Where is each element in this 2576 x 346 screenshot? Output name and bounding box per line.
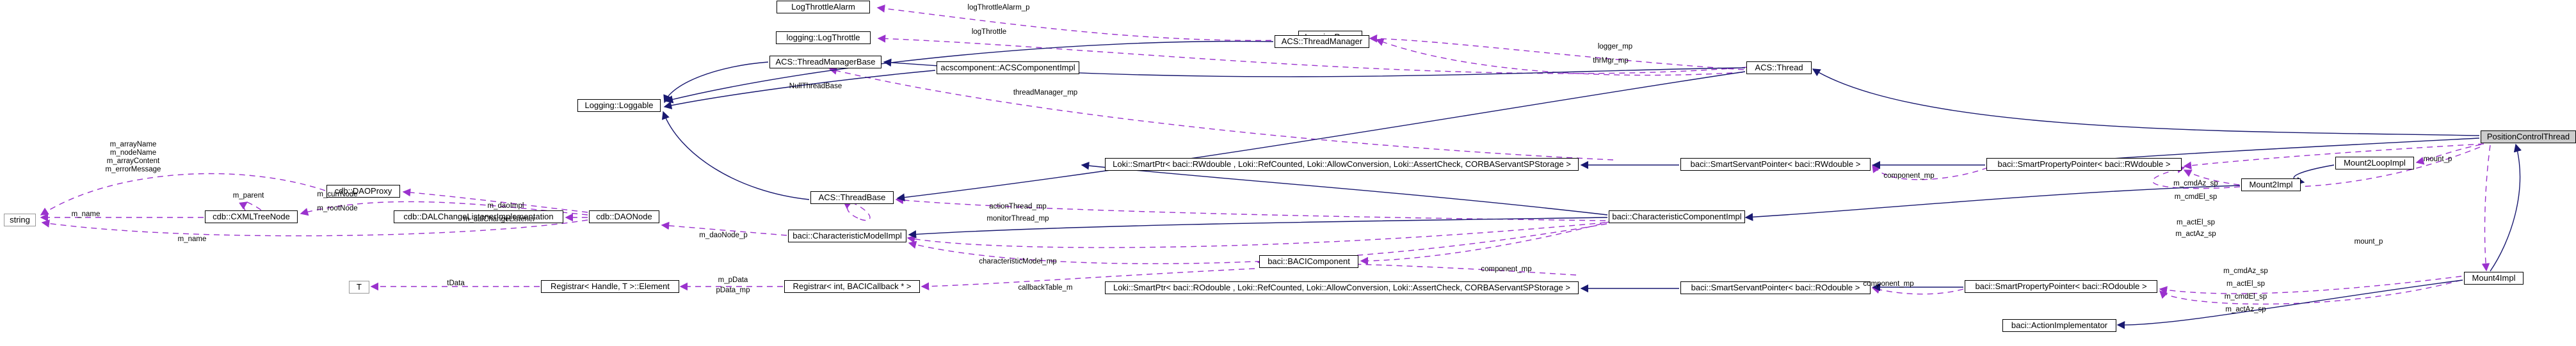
node-baci-smartpropertypointer-rodouble[interactable]: baci::SmartPropertyPointer< baci::ROdoub… [1965, 280, 2157, 293]
node-logging-logthrottle[interactable]: logging::LogThrottle [776, 31, 871, 44]
node-cdb-daoproxy[interactable]: cdb::DAOProxy [326, 185, 400, 198]
node-acs-thread[interactable]: ACS::Thread [1746, 61, 1812, 74]
edge-label-m-cmdel-sp-top: m_cmdEl_sp [2174, 193, 2218, 201]
node-string[interactable]: string [4, 214, 36, 226]
edge-label-callbacktable-m: callbackTable_m [1018, 284, 1073, 292]
node-baci-characteristiccomponentimpl[interactable]: baci::CharacteristicComponentImpl [1609, 210, 1745, 223]
edge-label-m-dalchangelistener: m_dalChangeListener [463, 216, 536, 223]
edge-label-mount-p-bottom: mount_p [2354, 238, 2383, 246]
edge-label-pdata-mp: pData_mp [716, 287, 750, 294]
edge-label-logthrottle: logThrottle [971, 28, 1007, 36]
node-acs-threadmanager[interactable]: ACS::ThreadManager [1275, 35, 1369, 48]
node-baci-smartservantpointer-rwdouble[interactable]: baci::SmartServantPointer< baci::RWdoubl… [1680, 158, 1871, 171]
edge-label-m-cmdaz-sp-bottom: m_cmdAz_sp [2223, 267, 2268, 275]
label-nullthreadbase: NullThreadBase [789, 83, 842, 90]
edge-label-thrmgr-mp: thrMgr_mp [1593, 57, 1629, 65]
edge-label-component-mp-3: component_mp [1863, 280, 1914, 288]
node-t[interactable]: T [349, 281, 369, 294]
edge-label-monitorthread-mp: monitorThread_mp [986, 215, 1049, 223]
node-logging-loggable[interactable]: Logging::Loggable [577, 99, 661, 112]
edge-label-m-rootnode: m_rootNode [317, 205, 358, 212]
edge-label-m-name-2: m_name [177, 235, 207, 243]
edge-label-logthrottlealarm-p: logThrottleAlarm_p [967, 4, 1030, 12]
node-cdb-cxmltreenode[interactable]: cdb::CXMLTreeNode [205, 210, 298, 223]
edge-label-logger-mp: logger_mp [1597, 43, 1633, 51]
node-loki-smartptr-rwdouble[interactable]: Loki::SmartPtr< baci::RWdouble , Loki::R… [1105, 158, 1579, 171]
node-acscomponent-acscomponentimpl[interactable]: acscomponent::ACSComponentImpl [937, 61, 1079, 74]
edge-label-component-mp-2: component_mp [1481, 265, 1532, 273]
node-acs-threadmanagerbase[interactable]: ACS::ThreadManagerBase [769, 56, 881, 68]
edge-label-m-daonode-p: m_daoNode_p [699, 232, 748, 239]
edge-label-characteristicmodel-mp: characteristicModel_mp [979, 258, 1057, 265]
edge-label-m-cmdaz-sp-top: m_cmdAz_sp [2173, 180, 2218, 187]
node-baci-smartpropertypointer-rwdouble[interactable]: baci::SmartPropertyPointer< baci::RWdoub… [1986, 158, 2182, 171]
edge-label-component-mp-1: component_mp [1883, 172, 1935, 180]
node-mount2loopimpl[interactable]: Mount2LoopImpl [2335, 157, 2414, 169]
edge-label-array-names: m_arrayName m_nodeName m_arrayContent m_… [105, 141, 161, 173]
node-registrar-handle-t-element[interactable]: Registrar< Handle, T >::Element [541, 280, 679, 293]
node-acs-threadbase[interactable]: ACS::ThreadBase [810, 191, 894, 204]
edge-label-m-actel-sp-top: m_actEl_sp [2176, 219, 2216, 226]
node-logthrottlealarm[interactable]: LogThrottleAlarm [777, 1, 870, 13]
edge-label-m-parent: m_parent [232, 192, 264, 200]
edge-label-m-currnode: m_currNode [317, 191, 358, 198]
edge-label-m-actel-sp-bottom: m_actEl_sp [2226, 280, 2266, 288]
edge-label-tdata: tData [447, 279, 465, 287]
edge-label-m-name-1: m_name [71, 210, 101, 218]
node-baci-bacicomponent[interactable]: baci::BACIComponent [1259, 255, 1358, 268]
edge-label-m-daoimpl: m_daoImpl [487, 202, 524, 210]
node-cdb-dalchangelistenerimplementation[interactable]: cdb::DALChangeListenerImplementation [394, 210, 563, 223]
edge-label-m-pdata: m_pData [718, 276, 748, 284]
node-baci-smartservantpointer-rodouble[interactable]: baci::SmartServantPointer< baci::ROdoubl… [1680, 281, 1871, 294]
node-baci-actionimplementator[interactable]: baci::ActionImplementator [2002, 319, 2116, 332]
edge-label-m-cmdel-sp-bottom: m_cmdEl_sp [2224, 293, 2267, 301]
node-registrar-int-bacicallback[interactable]: Registrar< int, BACICallback * > [784, 280, 920, 293]
edge-label-m-actaz-sp-top: m_actAz_sp [2175, 230, 2216, 238]
edge-label-actionthread-mp: actionThread_mp [989, 203, 1047, 210]
node-mount2impl[interactable]: Mount2Impl [2241, 178, 2301, 191]
node-loki-smartptr-rodouble[interactable]: Loki::SmartPtr< baci::ROdouble , Loki::R… [1105, 281, 1579, 294]
node-baci-characteristicmodelimpl[interactable]: baci::CharacteristicModelImpl [788, 230, 906, 242]
node-positioncontrolthread[interactable]: PositionControlThread [2481, 130, 2576, 143]
edge-label-m-actaz-sp-bottom: m_actAz_sp [2225, 306, 2266, 313]
node-cdb-daonode[interactable]: cdb::DAONode [589, 210, 659, 223]
node-mount4impl[interactable]: Mount4Impl [2464, 272, 2524, 285]
edge-label-threadmanager-mp: threadManager_mp [1013, 89, 1078, 97]
edge-label-mount-p-top: mount_p [2423, 155, 2452, 163]
